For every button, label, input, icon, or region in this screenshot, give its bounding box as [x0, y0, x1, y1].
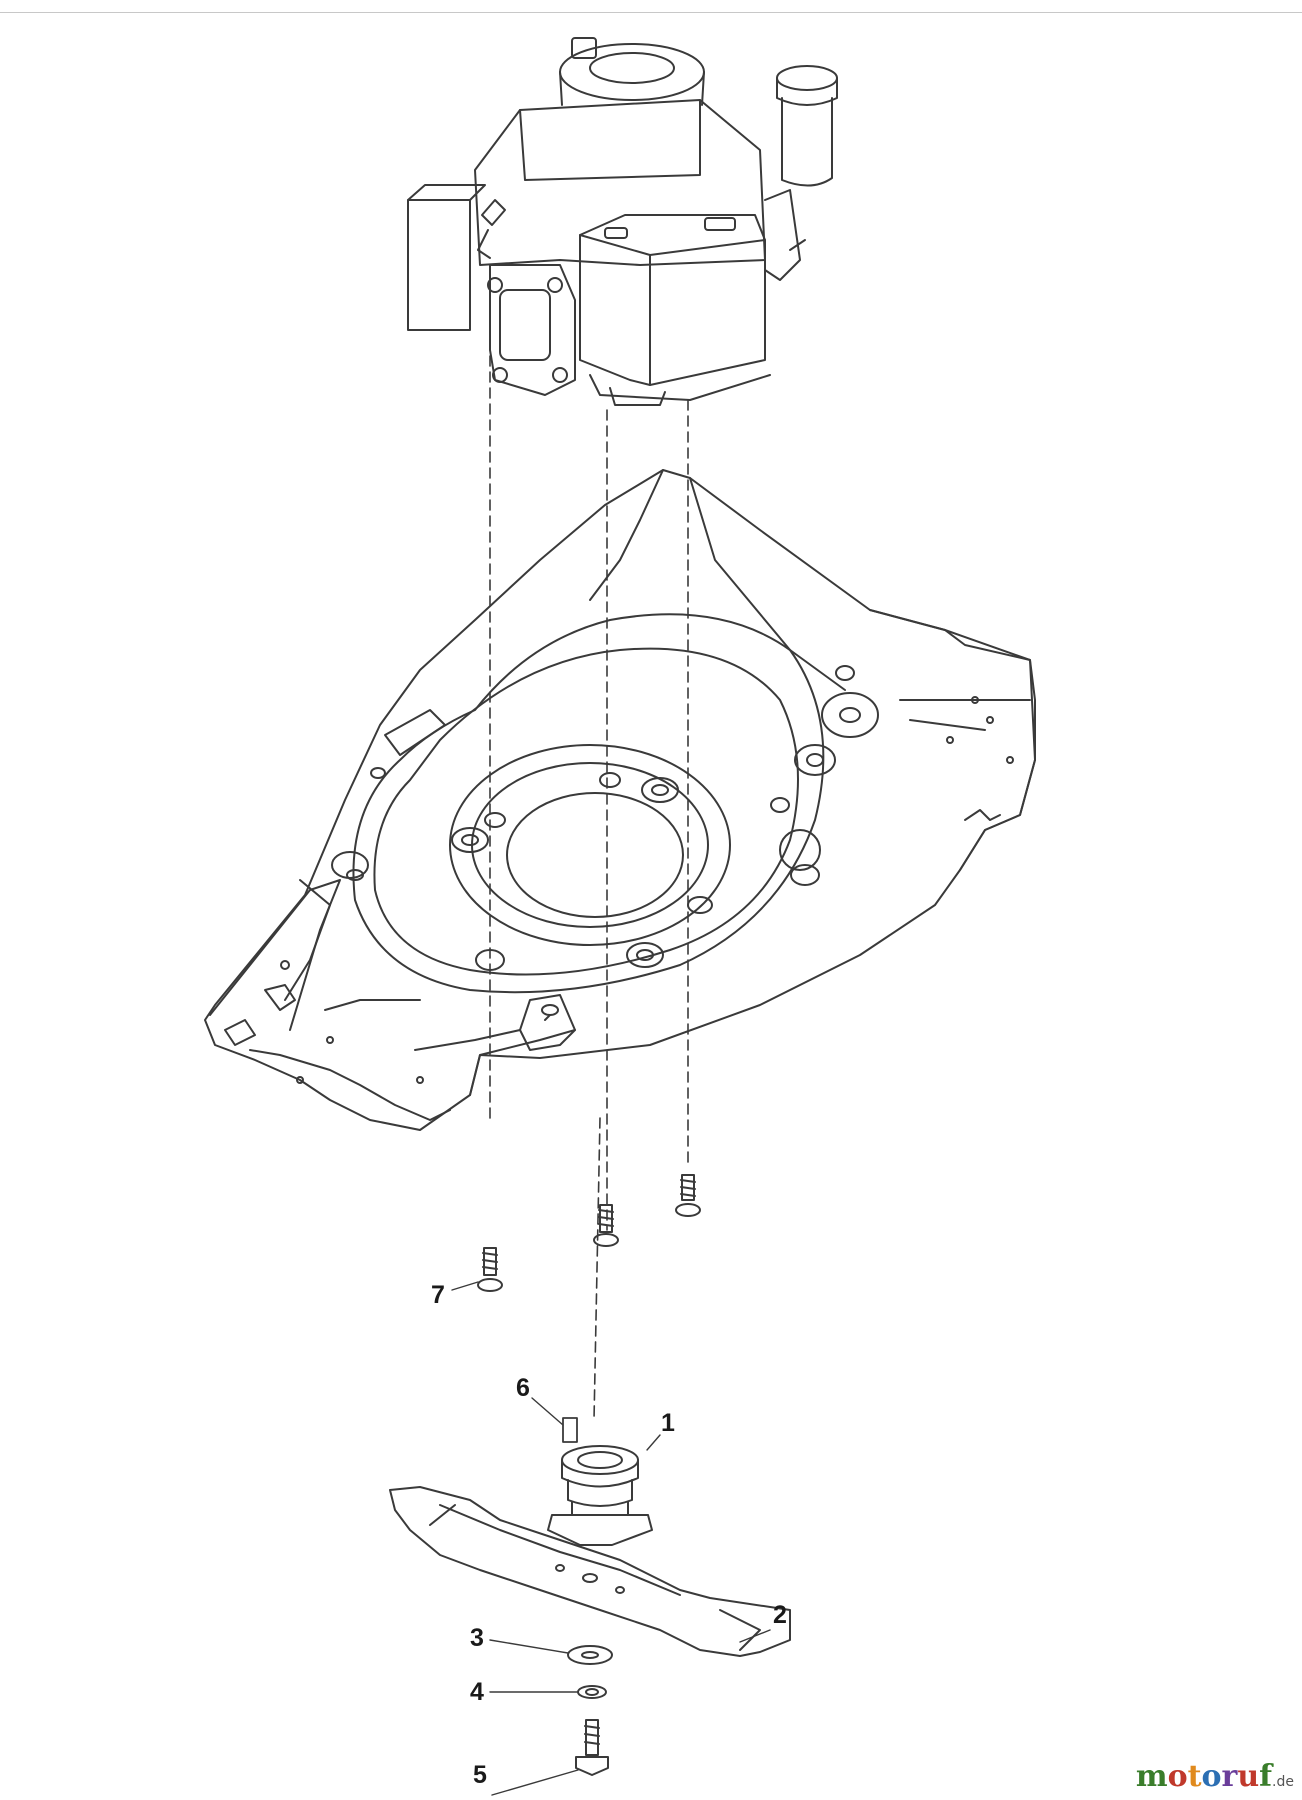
- top-divider: [0, 12, 1302, 13]
- callout-5: 5: [473, 1761, 487, 1789]
- assembly-guide-lines: [489, 339, 689, 1421]
- cutting-blade: [389, 1486, 791, 1657]
- blade-adapter: [547, 1445, 653, 1546]
- callout-7: 7: [431, 1281, 445, 1309]
- spring-washer: [577, 1685, 607, 1699]
- brand-logo[interactable]: motoruf.de: [1135, 1759, 1294, 1794]
- brand-tld: .de: [1272, 1774, 1294, 1790]
- blade-washer: [567, 1645, 613, 1665]
- callout-3: 3: [470, 1624, 484, 1652]
- blade-bolt: [575, 1719, 609, 1776]
- callout-1: 1: [661, 1409, 675, 1437]
- callout-4: 4: [470, 1678, 484, 1706]
- deck-bolt-front: [477, 1247, 503, 1292]
- callout-2: 2: [773, 1601, 787, 1629]
- engine: [407, 37, 838, 406]
- callout-leaders: [451, 1281, 771, 1796]
- callout-6: 6: [516, 1374, 530, 1402]
- mower-deck: [204, 469, 1036, 1131]
- shaft-key: [562, 1417, 578, 1443]
- deck-bolt-middle: [593, 1204, 619, 1247]
- deck-bolt-rear: [675, 1174, 701, 1217]
